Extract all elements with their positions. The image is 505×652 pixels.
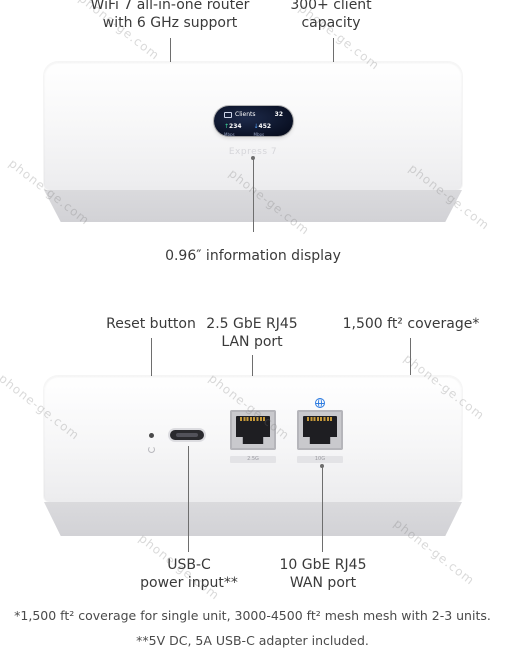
- info-display: Clients 32 ↑234 Mbps ↓452 Mbps: [214, 106, 293, 137]
- wan-port: [297, 410, 343, 450]
- globe-icon: [315, 398, 325, 408]
- callout-display-label: 0.96″ information display: [165, 248, 341, 264]
- callout-wan-line: [322, 466, 323, 552]
- reset-icon: [148, 446, 155, 453]
- download-arrow-icon: ↓: [253, 123, 259, 130]
- clients-icon: [224, 111, 232, 118]
- callout-router-line: [170, 38, 171, 62]
- screen-down-value: 452: [258, 123, 272, 130]
- router-back-view: 2.5G 10G: [44, 376, 462, 536]
- footnote-coverage: *1,500 ft² coverage for single unit, 300…: [14, 608, 491, 623]
- callout-wan-label: 10 GbE RJ45 WAN port: [279, 557, 367, 591]
- callout-display-line: [253, 158, 254, 232]
- screen-clients-label: Clients: [235, 111, 256, 118]
- screen-up-value: 234: [229, 123, 242, 130]
- screen-up-unit: Mbps: [224, 132, 235, 137]
- callout-display-dot: [251, 156, 255, 160]
- callout-coverage-label: 1,500 ft² coverage*: [342, 316, 480, 332]
- callout-router-label: WiFi 7 all-in-one router with 6 GHz supp…: [90, 0, 250, 31]
- screen-clients-value: 32: [274, 111, 283, 118]
- callout-coverage-line: [410, 338, 411, 375]
- callout-wan-dot: [320, 464, 324, 468]
- model-text: Express 7: [228, 147, 278, 157]
- callout-usbc-line: [188, 446, 189, 552]
- footnote-adapter: **5V DC, 5A USB-C adapter included.: [136, 633, 369, 648]
- upload-arrow-icon: ↑: [224, 123, 230, 130]
- screen-down-unit: Mbps: [253, 132, 265, 137]
- callout-usbc-label: USB-C power input**: [140, 557, 238, 591]
- reset-button[interactable]: [149, 433, 154, 438]
- callout-reset-label: Reset button: [106, 316, 196, 332]
- router-back-base: [44, 502, 462, 536]
- wan-port-tag: 10G: [297, 456, 343, 463]
- lan-port: [230, 410, 276, 450]
- callout-lan-label: 2.5 GbE RJ45 LAN port: [206, 316, 298, 350]
- lan-port-tag: 2.5G: [230, 456, 276, 463]
- callout-capacity-label: 300+ client capacity: [290, 0, 372, 31]
- callout-capacity-line: [333, 38, 334, 62]
- usb-c-port: [170, 430, 204, 440]
